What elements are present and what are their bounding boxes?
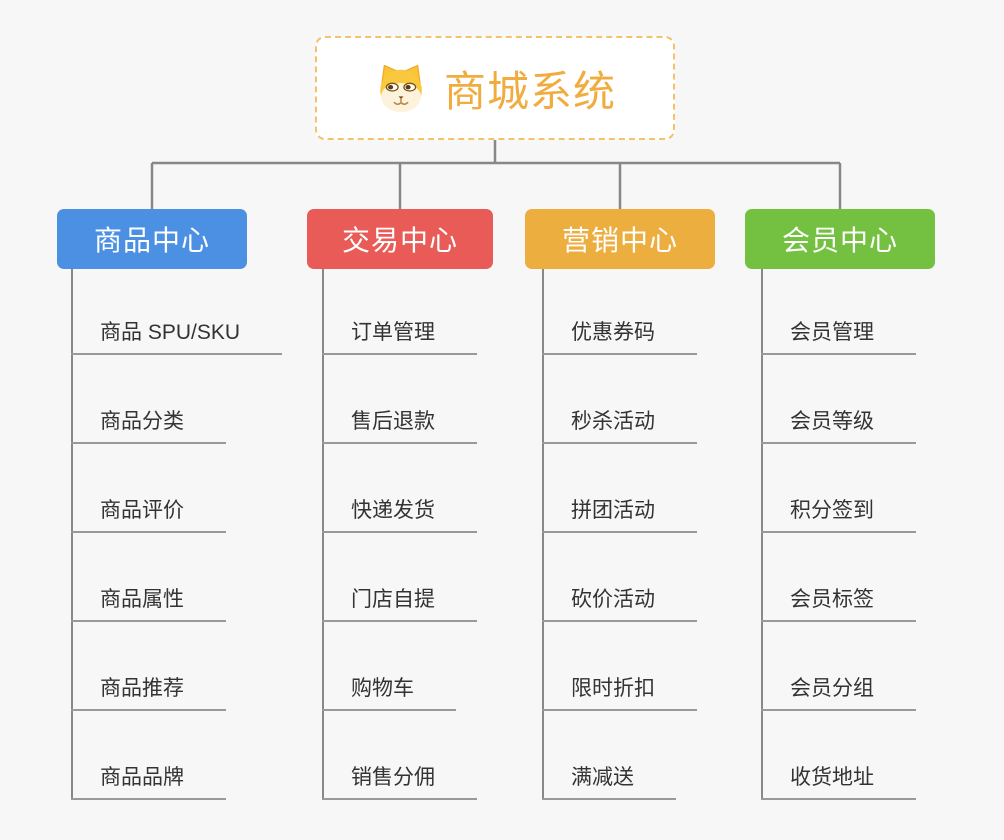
leaf-node[interactable]: 会员等级 [761,355,916,444]
leaf-node[interactable]: 会员标签 [761,533,916,622]
leaf-node[interactable]: 订单管理 [322,266,477,355]
leaf-label[interactable]: 秒杀活动 [542,405,697,444]
column-trade-center: 订单管理 售后退款 快递发货 门店自提 购物车 销售分佣 [322,266,477,800]
leaf-label[interactable]: 商品 SPU/SKU [71,316,283,355]
leaf-node[interactable]: 拼团活动 [542,444,697,533]
leaf-label[interactable]: 订单管理 [322,316,477,355]
leaf-node[interactable]: 秒杀活动 [542,355,697,444]
dog-icon [380,64,422,113]
leaf-node[interactable]: 商品评价 [71,444,282,533]
leaf-node[interactable]: 限时折扣 [542,622,697,711]
leaf-label[interactable]: 快递发货 [322,494,477,533]
leaf-label[interactable]: 拼团活动 [542,494,697,533]
leaf-node[interactable]: 门店自提 [322,533,477,622]
leaf-label[interactable]: 优惠券码 [542,316,697,355]
leaf-label[interactable]: 收货地址 [761,761,916,800]
leaf-label[interactable]: 商品分类 [71,405,226,444]
leaf-label[interactable]: 会员等级 [761,405,916,444]
leaf-label[interactable]: 购物车 [322,672,456,711]
leaf-node[interactable]: 收货地址 [761,711,916,800]
leaf-label[interactable]: 积分签到 [761,494,916,533]
column-spines [71,268,763,799]
leaf-label[interactable]: 会员标签 [761,583,916,622]
leaf-node[interactable]: 商品属性 [71,533,282,622]
leaf-node[interactable]: 商品推荐 [71,622,282,711]
leaf-node[interactable]: 积分签到 [761,444,916,533]
leaf-node[interactable]: 销售分佣 [322,711,477,800]
branch-box-trade-center[interactable]: 交易中心 [307,209,493,269]
branch-box-member-center[interactable]: 会员中心 [745,209,935,269]
leaf-label[interactable]: 商品品牌 [71,761,226,800]
leaf-node[interactable]: 快递发货 [322,444,477,533]
leaf-label[interactable]: 商品评价 [71,494,226,533]
leaf-label[interactable]: 会员管理 [761,316,916,355]
leaf-node[interactable]: 商品分类 [71,355,282,444]
root-node[interactable]: 商城系统 [315,36,675,140]
leaf-node[interactable]: 砍价活动 [542,533,697,622]
leaf-node[interactable]: 购物车 [322,622,477,711]
leaf-node[interactable]: 商品品牌 [71,711,282,800]
column-member-center: 会员管理 会员等级 积分签到 会员标签 会员分组 收货地址 [761,266,916,800]
leaf-node[interactable]: 商品 SPU/SKU [71,266,283,355]
leaf-node[interactable]: 满减送 [542,711,697,800]
column-product-center: 商品 SPU/SKU 商品分类 商品评价 商品属性 商品推荐 商品品牌 [71,266,283,800]
branch-box-product-center[interactable]: 商品中心 [57,209,247,269]
leaf-label[interactable]: 满减送 [542,761,676,800]
leaf-label[interactable]: 商品推荐 [71,672,226,711]
tree-connectors [150,140,842,211]
leaf-node[interactable]: 售后退款 [322,355,477,444]
column-marketing-center: 优惠券码 秒杀活动 拼团活动 砍价活动 限时折扣 满减送 [542,266,697,800]
leaf-label[interactable]: 门店自提 [322,583,477,622]
leaf-label[interactable]: 销售分佣 [322,761,477,800]
leaf-label[interactable]: 限时折扣 [542,672,697,711]
leaf-node[interactable]: 会员分组 [761,622,916,711]
root-title: 商城系统 [443,67,616,115]
leaf-node[interactable]: 会员管理 [761,266,916,355]
leaf-node[interactable]: 优惠券码 [542,266,697,355]
leaf-label[interactable]: 会员分组 [761,672,916,711]
leaf-label[interactable]: 商品属性 [71,583,226,622]
leaf-label[interactable]: 砍价活动 [542,583,697,622]
branch-box-marketing-center[interactable]: 营销中心 [525,209,715,269]
leaf-label[interactable]: 售后退款 [322,405,477,444]
